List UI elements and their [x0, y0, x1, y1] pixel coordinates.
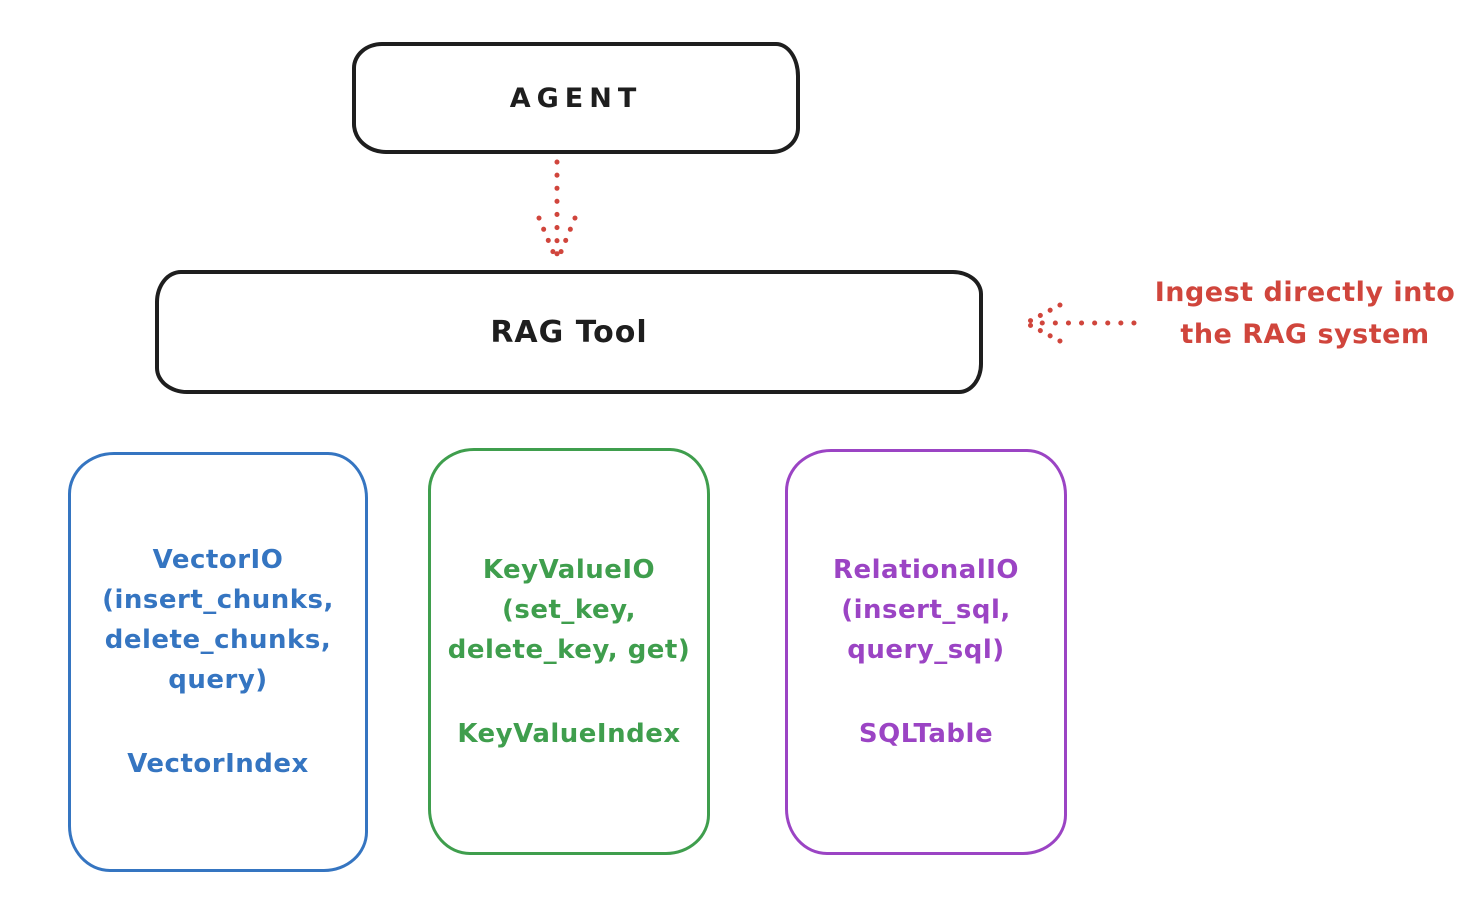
vector-io-title: VectorIO (insert_chunks, delete_chunks, …: [102, 540, 334, 700]
agent-label: AGENT: [509, 82, 643, 114]
rag-tool-label: RAG Tool: [490, 314, 648, 350]
vector-index-label: VectorIndex: [127, 749, 309, 779]
module-text-line: delete_key, get): [447, 634, 691, 665]
sql-table-label: SQLTable: [858, 719, 994, 749]
module-text-line: query_sql): [847, 635, 1005, 665]
module-text-line: (insert_chunks,: [102, 585, 334, 615]
relational-io-title: RelationalIO (insert_sql, query_sql): [833, 550, 1019, 670]
rag-tool-node: RAG Tool: [155, 270, 983, 394]
ingest-annotation-line: the RAG system: [1180, 319, 1430, 350]
module-text-line: query): [168, 665, 268, 695]
keyvalue-io-node: KeyValueIO (set_key, delete_key, get) Ke…: [428, 448, 710, 855]
ingest-annotation: Ingest directly into the RAG system: [1130, 272, 1480, 356]
ingest-annotation-line: Ingest directly into: [1154, 277, 1456, 308]
module-text-line: (insert_sql,: [841, 595, 1011, 625]
vector-io-node: VectorIO (insert_chunks, delete_chunks, …: [68, 452, 368, 872]
module-text-line: KeyValueIO: [482, 554, 656, 585]
module-text-line: RelationalIO: [832, 555, 1020, 585]
ingest-arrow: [1023, 302, 1137, 344]
relational-io-node: RelationalIO (insert_sql, query_sql) SQL…: [785, 449, 1067, 855]
module-text-line: VectorIO: [152, 545, 284, 575]
agent-node: AGENT: [352, 42, 800, 154]
module-text-line: delete_chunks,: [104, 625, 332, 655]
agent-to-ragtool-arrow: [536, 159, 578, 262]
keyvalue-io-title: KeyValueIO (set_key, delete_key, get): [448, 550, 691, 670]
keyvalue-index-label: KeyValueIndex: [457, 718, 681, 749]
module-text-line: (set_key,: [502, 594, 636, 625]
